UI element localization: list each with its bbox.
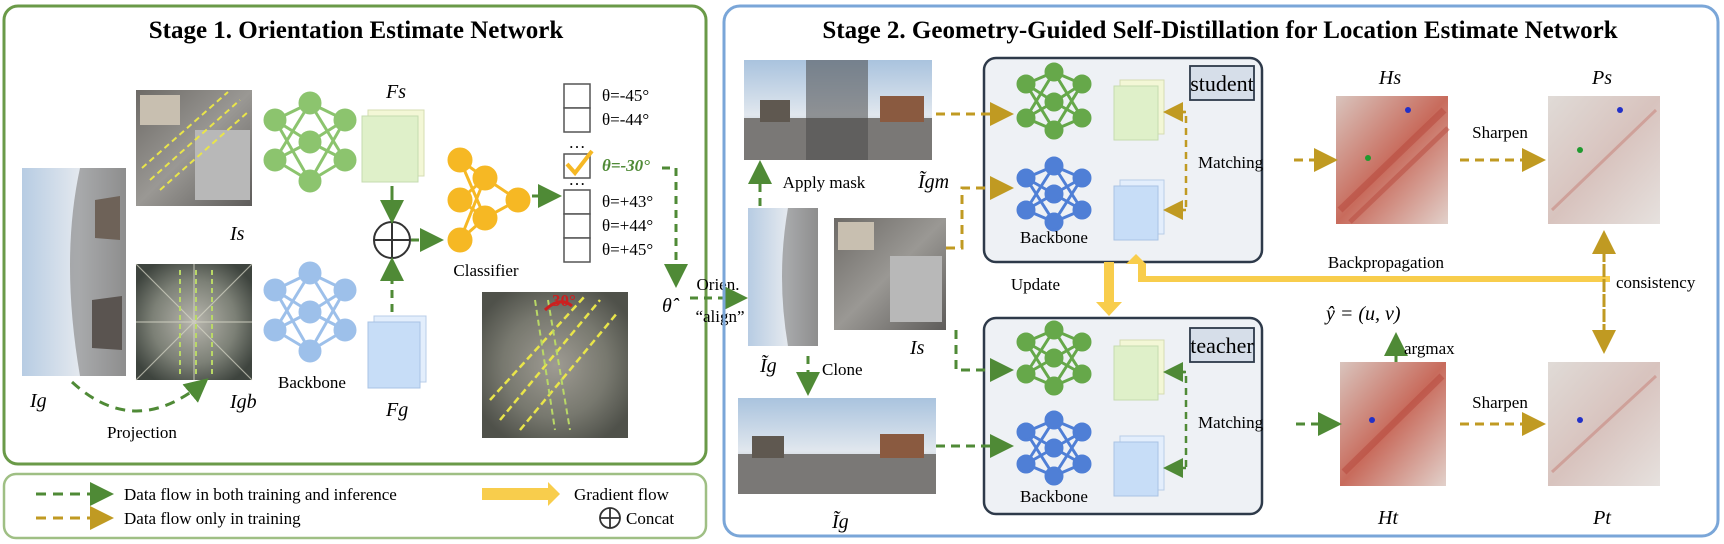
heatmap-pt-image <box>1548 362 1660 486</box>
legend-gradient-arrow <box>482 482 560 506</box>
classifier-network-icon <box>447 147 531 253</box>
rotation-illustration-image <box>482 292 628 438</box>
aerial-image-is <box>136 90 252 206</box>
aerial-to-student-arrow <box>946 176 1014 250</box>
student-feature-bottom <box>1113 179 1165 241</box>
stage1-panel <box>2 4 708 466</box>
bins-ellipsis-bottom: … <box>569 170 586 189</box>
student-feature-top <box>1113 79 1165 141</box>
stage2-panel <box>722 4 1720 538</box>
ig-label: Ig <box>29 390 47 412</box>
student-green-network-icon <box>1016 62 1092 140</box>
orientation-bins <box>563 83 591 263</box>
legend-panel <box>2 472 708 540</box>
backpropagation-label: Backpropagation <box>1328 253 1445 272</box>
projection-label: Projection <box>107 423 177 442</box>
masked-panorama-image <box>744 60 932 160</box>
legend-concat-label: Concat <box>626 509 674 528</box>
class-label-3: θ=+44° <box>602 216 653 235</box>
consistency-label: consistency <box>1616 273 1696 292</box>
classifier-label: Classifier <box>453 261 518 280</box>
student-matching-label: Matching <box>1198 153 1264 172</box>
class-label-4: θ=+45° <box>602 240 653 259</box>
ground-panorama-image <box>22 168 126 376</box>
backbone-network-icon <box>263 261 357 363</box>
sharpen-bottom-label: Sharpen <box>1472 393 1528 412</box>
projected-image-igb <box>135 263 253 381</box>
selected-class-label: θ=-30° <box>602 156 650 175</box>
update-label: Update <box>1011 275 1060 294</box>
bins-ellipsis-top: … <box>569 133 586 152</box>
teacher-green-network-icon <box>1016 320 1092 396</box>
selected-check-icon <box>565 149 594 177</box>
green-network-icon <box>263 91 357 193</box>
clone-label: Clone <box>822 360 863 379</box>
class-label-2: θ=+43° <box>602 192 653 211</box>
ig-tilde-label: Ĩg <box>759 353 777 377</box>
sharpen-top-label: Sharpen <box>1472 123 1528 142</box>
orien-label: Orien. <box>697 275 740 294</box>
backbone-label-stage1: Backbone <box>278 373 346 392</box>
heatmap-ht-image <box>1340 362 1446 486</box>
ht-label: Ht <box>1377 507 1398 529</box>
consistency-label-bg <box>1612 270 1708 294</box>
teacher-matching-label: Matching <box>1198 413 1264 432</box>
ground-panorama-clone-image <box>738 398 936 494</box>
igm-label: Ĩgm <box>917 169 949 193</box>
update-arrow <box>1096 262 1122 316</box>
hs-label: Hs <box>1378 67 1401 89</box>
feature-fg <box>367 315 427 389</box>
theta-hat-label: θ̂ <box>662 295 680 317</box>
legend-gradient-label: Gradient flow <box>574 485 670 504</box>
is-label-stage2: Is <box>909 337 925 359</box>
heatmap-ps-image <box>1548 96 1660 224</box>
apply-mask-label: Apply mask <box>783 173 866 192</box>
teacher-feature-bottom <box>1113 435 1165 497</box>
align-label: “align” <box>695 307 744 326</box>
pt-label: Pt <box>1592 507 1611 529</box>
stage1-title: Stage 1. Orientation Estimate Network <box>149 17 564 44</box>
fg-label: Fg <box>385 399 408 421</box>
igb-label: Igb <box>229 391 257 413</box>
teacher-backbone-network-icon <box>1016 410 1092 486</box>
aligned-ground-image <box>748 208 818 346</box>
class-label-1: θ=-44° <box>602 110 649 129</box>
selected-to-theta-arrow <box>662 166 688 288</box>
legend-concat-icon <box>599 507 621 529</box>
student-backbone-label: Backbone <box>1020 228 1088 247</box>
teacher-feature-top <box>1113 339 1165 401</box>
legend-gold-label: Data flow only in training <box>124 509 301 528</box>
teacher-label: teacher <box>1190 333 1254 358</box>
yhat-label: ŷ = (u, v) <box>1324 303 1401 325</box>
teacher-backbone-label: Backbone <box>1020 487 1088 506</box>
legend-green-label: Data flow in both training and inference <box>124 485 397 504</box>
is-label: Is <box>229 223 245 245</box>
student-backbone-network-icon <box>1016 156 1092 232</box>
stage2-title: Stage 2. Geometry-Guided Self-Distillati… <box>822 17 1617 44</box>
heatmap-hs-image <box>1336 96 1450 224</box>
student-tag <box>1189 65 1255 101</box>
argmax-label: argmax <box>1404 339 1455 358</box>
ig-tilde-bottom-label: Ĩg <box>831 509 849 533</box>
class-label-0: θ=-45° <box>602 86 649 105</box>
concat-icon <box>373 221 411 259</box>
student-label: student <box>1190 71 1254 96</box>
ps-label: Ps <box>1591 67 1612 89</box>
aerial-image-is-stage2 <box>834 218 946 330</box>
backpropagation-arrow <box>1126 254 1610 282</box>
feature-fs <box>361 109 425 183</box>
thirty-degree-badge: 30° <box>552 291 576 310</box>
projection-arrow <box>70 378 209 413</box>
teacher-tag <box>1189 327 1255 363</box>
fs-label: Fs <box>385 81 406 103</box>
